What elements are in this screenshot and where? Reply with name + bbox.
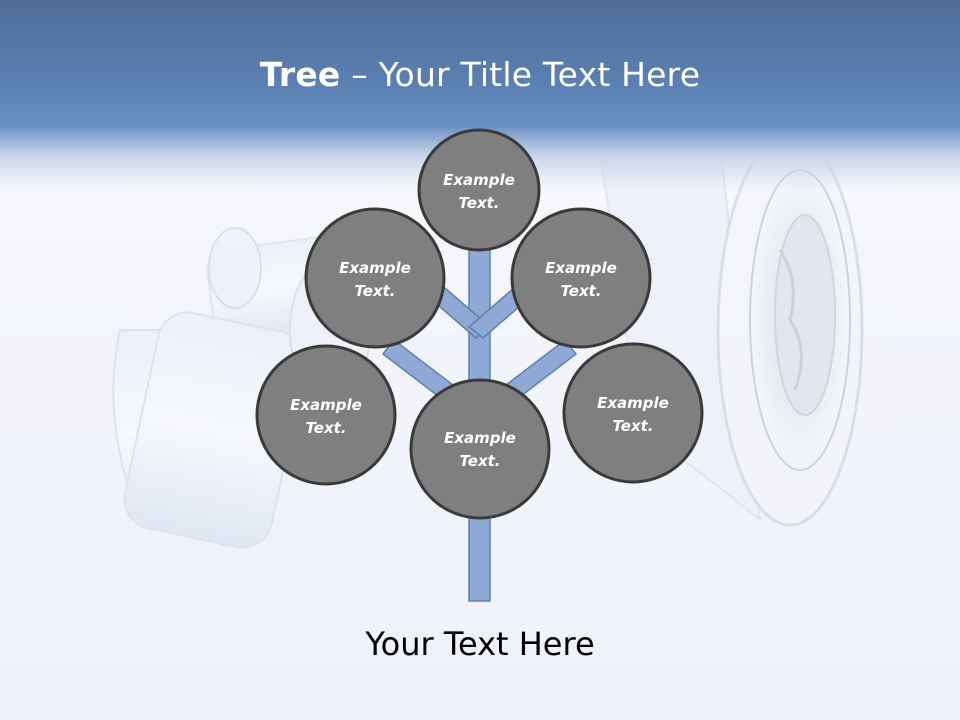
caption-text: Your Text Here bbox=[365, 625, 595, 663]
node-upper-left-line2: Text. bbox=[354, 282, 395, 300]
tree-node-lower-left: Example Text. bbox=[255, 344, 397, 486]
tree-node-lower-right: Example Text. bbox=[562, 342, 704, 484]
node-center-line1: Example bbox=[444, 429, 516, 447]
node-top-line2: Text. bbox=[458, 194, 499, 212]
tree-node-top: Example Text. bbox=[417, 128, 541, 252]
node-lower-right-line2: Text. bbox=[612, 417, 653, 435]
tree-node-upper-left: Example Text. bbox=[304, 207, 446, 349]
node-upper-right-line1: Example bbox=[545, 259, 617, 277]
node-upper-left-line1: Example bbox=[339, 259, 411, 277]
node-center-line2: Text. bbox=[459, 452, 500, 470]
title-rest-part: – Your Title Text Here bbox=[340, 55, 701, 94]
title-bold-part: Tree bbox=[259, 55, 341, 94]
node-lower-left-line1: Example bbox=[290, 396, 362, 414]
slide-title: Tree – Your Title Text Here bbox=[0, 52, 960, 98]
tree-node-upper-right: Example Text. bbox=[510, 207, 652, 349]
node-top-line1: Example bbox=[443, 171, 515, 189]
tree-node-center: Example Text. bbox=[409, 378, 551, 520]
node-lower-left-line2: Text. bbox=[305, 419, 346, 437]
node-upper-right-line2: Text. bbox=[560, 282, 601, 300]
node-lower-right-line1: Example bbox=[597, 394, 669, 412]
